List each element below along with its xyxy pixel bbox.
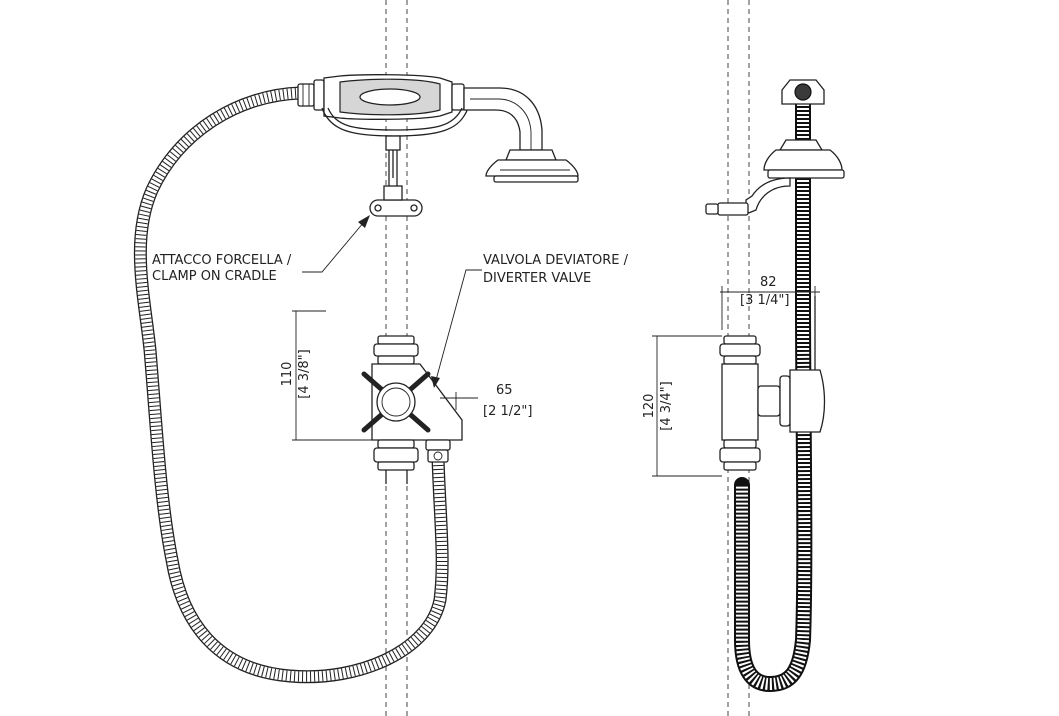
dim-65-mm: 65 (496, 383, 513, 398)
label-clamp-it: ATTACCO FORCELLA / (152, 253, 292, 268)
callout-clamp: ATTACCO FORCELLA / CLAMP ON CRADLE (152, 215, 370, 284)
diverter-valve (361, 335, 463, 484)
hand-shower (297, 74, 579, 217)
side-handle (705, 79, 845, 216)
dim-65-in: [2 1/2"] (483, 404, 532, 419)
side-view: 120 [4 3/4"] 82 [3 1/4"] (642, 79, 845, 693)
callout-valve: VALVOLA DEVIATORE / DIVERTER VALVE (431, 253, 629, 388)
dim-110-mm: 110 (280, 362, 295, 387)
dimension-projection-side: 82 [3 1/4"] (720, 275, 820, 330)
dim-82-in: [3 1/4"] (740, 293, 789, 308)
dim-120-in: [4 3/4"] (659, 381, 674, 430)
label-clamp-en: CLAMP ON CRADLE (152, 269, 277, 284)
dim-120-mm: 120 (642, 394, 657, 419)
shower-hose (133, 86, 449, 684)
label-valve-en: DIVERTER VALVE (483, 271, 591, 286)
dimension-height-front: 110 [4 3/8"] (280, 310, 372, 441)
side-valve (719, 296, 826, 471)
dim-110-in: [4 3/8"] (297, 349, 312, 398)
front-view: 110 [4 3/8"] 65 [2 1/2"] ATTACCO FORCELL… (133, 74, 629, 684)
dimension-height-side: 120 [4 3/4"] (642, 335, 722, 477)
dimension-depth-front: 65 [2 1/2"] (440, 383, 532, 419)
dim-82-mm: 82 (760, 275, 777, 290)
label-valve-it: VALVOLA DEVIATORE / (483, 253, 629, 268)
